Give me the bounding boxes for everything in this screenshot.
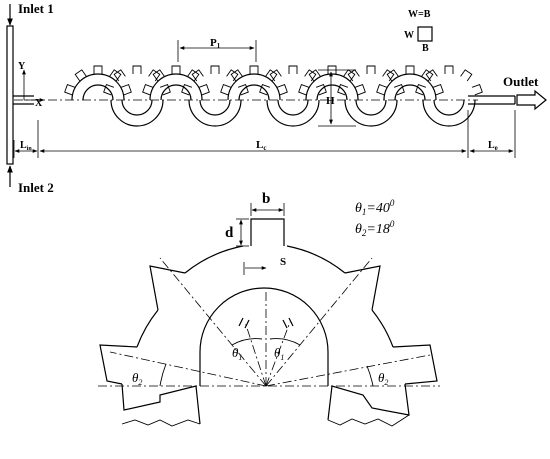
pitch-dimension (177, 40, 257, 62)
gear-tooth (444, 65, 454, 74)
length-dimensions (13, 110, 516, 158)
gear-unit (220, 65, 288, 101)
gear-tooth (74, 69, 87, 82)
b-label: B (422, 43, 429, 54)
gear-detail (98, 218, 440, 427)
gear-tooth (288, 65, 298, 74)
gear-tooth (393, 84, 405, 96)
gear-tooth (237, 84, 249, 96)
height-dimension (318, 69, 356, 127)
gear-tooth (93, 65, 103, 74)
gear-tooth (171, 65, 181, 74)
gear-tooth (181, 84, 193, 96)
w-label: W (404, 30, 414, 41)
gear-tooth (220, 84, 232, 96)
gear-unit (415, 65, 483, 127)
gear-tooth (415, 84, 427, 96)
inlet-channel (6, 25, 34, 165)
lc-label: Lc (256, 139, 266, 152)
gear-tooth (120, 84, 132, 96)
gear-tooth (210, 65, 220, 74)
gear-tooth (425, 69, 438, 82)
gear-tooth (471, 84, 483, 96)
lout-label: Le (488, 140, 498, 152)
gear-unit (181, 65, 249, 127)
gear-tooth (259, 84, 271, 96)
gear-tooth (405, 65, 415, 74)
gear-tooth (376, 84, 388, 96)
gear-tooth (64, 84, 76, 96)
gear-tooth (354, 84, 366, 96)
inlet1-label: Inlet 1 (18, 1, 54, 16)
outlet-label: Outlet (503, 74, 539, 89)
gear-unit (103, 65, 171, 127)
gear-tooth (159, 84, 171, 96)
outlet-channel (468, 95, 516, 105)
gear-tooth (198, 84, 210, 96)
b-dimension-label: b (262, 191, 270, 207)
theta1-right-label: θ1 (274, 345, 284, 362)
gear-tooth (230, 69, 243, 82)
theta2-right-label: θ2 (378, 370, 388, 387)
theta1-left-label: θ1 (232, 345, 242, 362)
gear-tooth (315, 84, 327, 96)
theta2-value: θ2=180 (355, 219, 395, 238)
gear-tooth (460, 69, 473, 82)
gear-tooth (132, 65, 142, 74)
gear-unit (259, 65, 327, 127)
inlet2-label: Inlet 2 (18, 180, 54, 195)
gear-tooth (347, 69, 360, 82)
gear-tooth (432, 84, 444, 96)
gear-tooth (276, 84, 288, 96)
gear-units (64, 65, 483, 127)
channel-section-square (417, 26, 433, 42)
gear-tooth (337, 84, 349, 96)
gear-tooth (191, 69, 204, 82)
gear-tooth (103, 84, 115, 96)
lin-label: Lin (20, 140, 32, 152)
height-label: H (326, 95, 335, 107)
gear-tooth (113, 69, 126, 82)
pitch-label: P1 (210, 37, 221, 50)
gear-tooth (152, 69, 165, 82)
wb-equation: W=B (408, 9, 431, 20)
gear-tooth (249, 65, 259, 74)
axis-x-label: X (35, 98, 43, 109)
gear-unit (337, 65, 405, 127)
gear-tooth (308, 69, 321, 82)
tab-dimensions (236, 203, 285, 275)
theta2-left-label: θ2 (132, 370, 142, 387)
s-dimension-label: S (280, 256, 286, 268)
gear-tooth (142, 84, 154, 96)
theta1-value: θ1=400 (355, 198, 395, 217)
gear-tooth (269, 69, 282, 82)
gear-tooth (298, 84, 310, 96)
axis-y-label: Y (18, 61, 26, 72)
d-dimension-label: d (225, 225, 234, 241)
outlet-arrow (516, 89, 547, 111)
gear-tooth (386, 69, 399, 82)
gear-tooth (366, 65, 376, 74)
